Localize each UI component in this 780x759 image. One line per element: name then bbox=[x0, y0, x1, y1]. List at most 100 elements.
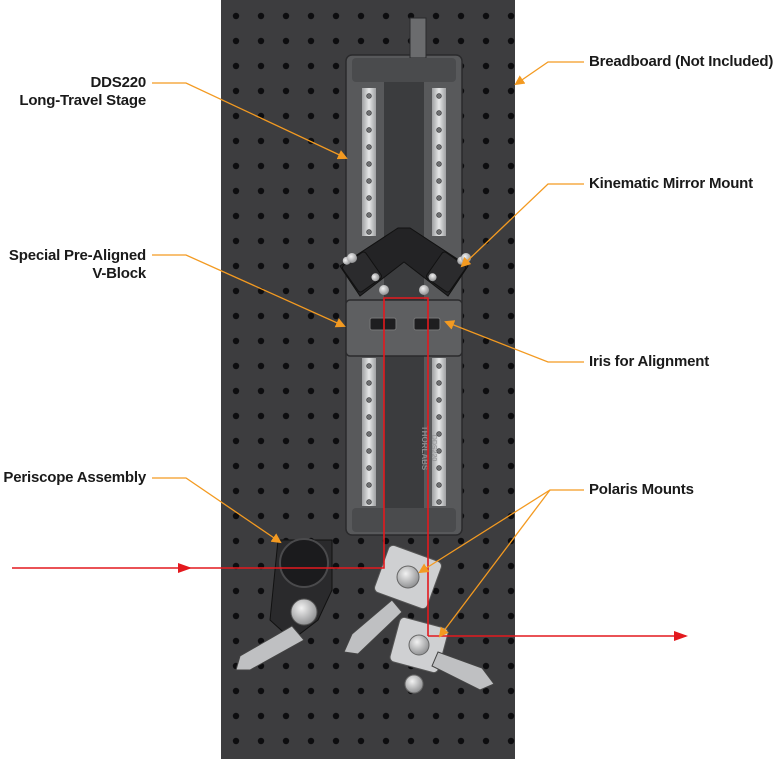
breadboard-hole bbox=[282, 212, 290, 220]
periscope-clamp-arm bbox=[235, 625, 305, 671]
breadboard-hole bbox=[307, 287, 315, 295]
rail-screw bbox=[366, 229, 372, 235]
rail-screw bbox=[366, 482, 372, 488]
breadboard-hole bbox=[457, 12, 465, 20]
breadboard-hole bbox=[232, 462, 240, 470]
breadboard-hole bbox=[507, 162, 515, 170]
iris-left bbox=[369, 317, 397, 331]
breadboard-hole bbox=[257, 262, 265, 270]
breadboard-hole bbox=[382, 37, 390, 45]
breadboard-hole bbox=[357, 587, 365, 595]
breadboard-hole bbox=[507, 187, 515, 195]
breadboard-hole bbox=[482, 462, 490, 470]
breadboard-hole bbox=[332, 387, 340, 395]
rail-screw bbox=[366, 93, 372, 99]
v-block-adjuster-4 bbox=[419, 285, 429, 295]
label-v-block-line2: V-Block bbox=[92, 265, 146, 282]
breadboard-hole bbox=[307, 212, 315, 220]
breadboard-hole bbox=[507, 612, 515, 620]
breadboard-hole bbox=[332, 412, 340, 420]
stage-end-cap-bottom bbox=[352, 508, 456, 532]
breadboard-hole bbox=[307, 512, 315, 520]
breadboard-hole bbox=[282, 687, 290, 695]
breadboard-hole bbox=[332, 87, 340, 95]
rail-screw bbox=[366, 465, 372, 471]
breadboard-hole bbox=[332, 62, 340, 70]
breadboard-hole bbox=[257, 537, 265, 545]
breadboard-hole bbox=[282, 12, 290, 20]
breadboard-hole bbox=[482, 412, 490, 420]
breadboard-hole bbox=[332, 112, 340, 120]
breadboard-hole bbox=[232, 37, 240, 45]
breadboard-hole bbox=[257, 137, 265, 145]
breadboard-hole bbox=[232, 12, 240, 20]
rail-screw bbox=[366, 380, 372, 386]
breadboard-hole bbox=[307, 462, 315, 470]
breadboard-hole bbox=[507, 287, 515, 295]
stage-end-cap-top bbox=[352, 58, 456, 82]
breadboard-hole bbox=[257, 487, 265, 495]
breadboard-hole bbox=[332, 12, 340, 20]
breadboard-hole bbox=[307, 337, 315, 345]
rail-screw bbox=[436, 93, 442, 99]
breadboard-hole bbox=[407, 612, 415, 620]
breadboard-hole bbox=[232, 387, 240, 395]
breadboard-hole bbox=[282, 37, 290, 45]
rail-screw bbox=[436, 363, 442, 369]
breadboard-hole bbox=[257, 312, 265, 320]
rail-screw bbox=[436, 229, 442, 235]
breadboard-hole bbox=[257, 412, 265, 420]
breadboard-hole bbox=[332, 462, 340, 470]
breadboard-hole bbox=[507, 312, 515, 320]
breadboard-hole bbox=[482, 137, 490, 145]
breadboard-hole bbox=[507, 237, 515, 245]
breadboard-hole bbox=[307, 12, 315, 20]
breadboard-hole bbox=[457, 737, 465, 745]
rail-screw bbox=[366, 414, 372, 420]
breadboard-hole bbox=[307, 687, 315, 695]
breadboard-hole bbox=[282, 737, 290, 745]
breadboard-hole bbox=[482, 212, 490, 220]
label-polaris-mounts: Polaris Mounts bbox=[589, 481, 694, 498]
rail-screw bbox=[436, 431, 442, 437]
breadboard-hole bbox=[482, 87, 490, 95]
breadboard-hole bbox=[282, 112, 290, 120]
breadboard-hole bbox=[257, 687, 265, 695]
breadboard-hole bbox=[332, 637, 340, 645]
breadboard-hole bbox=[307, 237, 315, 245]
breadboard-hole bbox=[332, 537, 340, 545]
rail-screw bbox=[436, 127, 442, 133]
breadboard-hole bbox=[332, 612, 340, 620]
breadboard-hole bbox=[232, 412, 240, 420]
breadboard-hole bbox=[257, 337, 265, 345]
breadboard-hole bbox=[482, 237, 490, 245]
breadboard-hole bbox=[332, 212, 340, 220]
periscope-assembly bbox=[235, 538, 333, 671]
stage-engraving: THORLABS DDS220 bbox=[420, 426, 437, 471]
label-dds220-line2: Long-Travel Stage bbox=[19, 92, 146, 109]
breadboard-hole bbox=[382, 687, 390, 695]
rail-screw bbox=[366, 178, 372, 184]
breadboard-hole bbox=[257, 62, 265, 70]
label-v-block: Special Pre-Aligned V-Block bbox=[0, 247, 146, 283]
v-block-adjuster-3 bbox=[379, 285, 389, 295]
breadboard-hole bbox=[332, 137, 340, 145]
breadboard-hole bbox=[232, 237, 240, 245]
breadboard-hole bbox=[457, 562, 465, 570]
breadboard-hole bbox=[432, 712, 440, 720]
breadboard-hole bbox=[507, 562, 515, 570]
breadboard-hole bbox=[257, 462, 265, 470]
breadboard-hole bbox=[307, 162, 315, 170]
label-dds220-line1: DDS220 bbox=[90, 74, 147, 91]
laser-beam-path bbox=[12, 297, 688, 641]
breadboard-hole bbox=[482, 487, 490, 495]
breadboard-hole bbox=[282, 362, 290, 370]
breadboard-hole bbox=[332, 187, 340, 195]
leader-dds220 bbox=[152, 82, 348, 160]
breadboard-hole bbox=[232, 612, 240, 620]
breadboard-hole bbox=[482, 612, 490, 620]
leader-breadboard bbox=[514, 61, 584, 86]
breadboard-hole bbox=[432, 612, 440, 620]
breadboard-hole bbox=[307, 37, 315, 45]
breadboard-hole bbox=[232, 362, 240, 370]
